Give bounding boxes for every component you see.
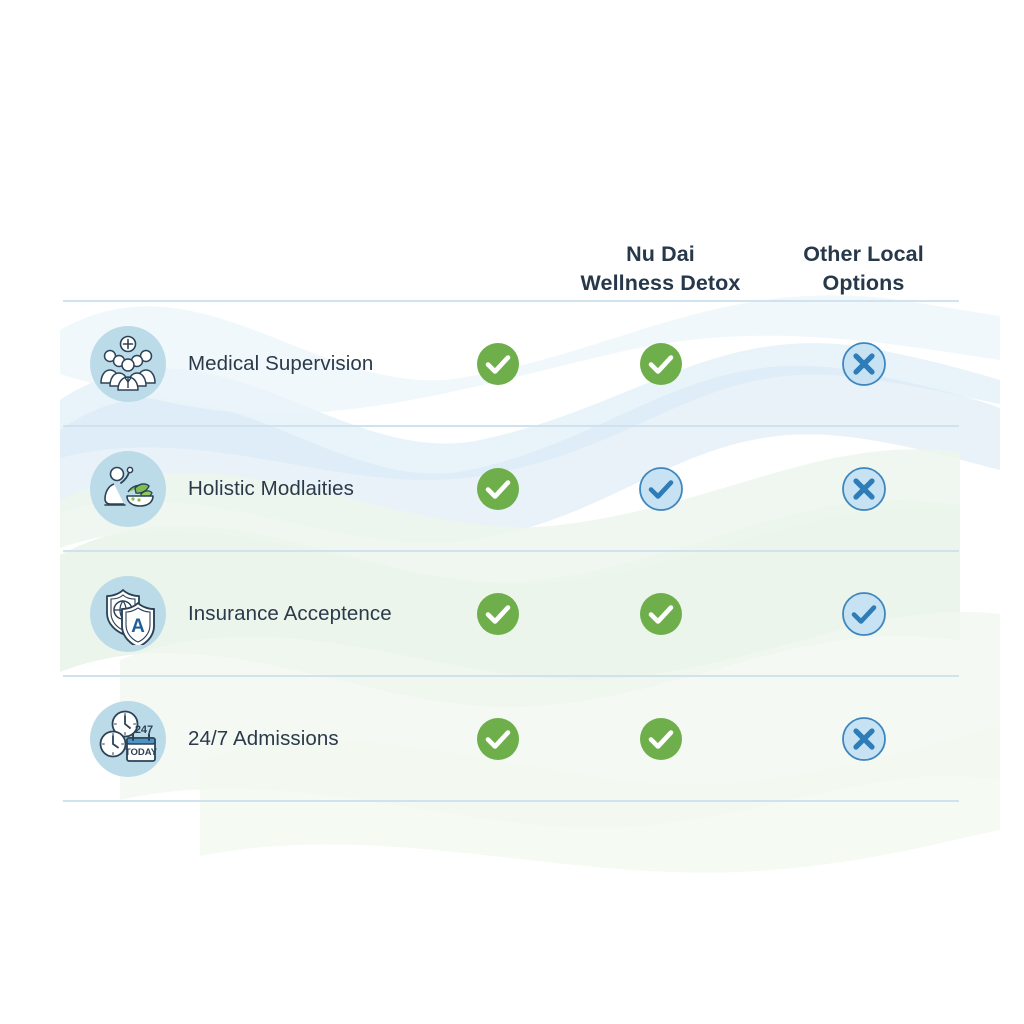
- mark-cell-nu-dai-wellness-detox: [553, 302, 768, 425]
- medical-team-icon: [90, 325, 166, 402]
- mark-cell-column-one: [443, 552, 553, 675]
- insurance-shields-icon: A: [90, 575, 166, 652]
- feature-label: Holistic Modlaities: [188, 476, 354, 500]
- table-header-row: Nu Dai Wellness Detox Other Local Option…: [63, 228, 959, 300]
- mark-cell-column-one: [443, 677, 553, 800]
- mark-cell-other-local-options: [768, 552, 959, 675]
- cross-blue-icon: [841, 466, 886, 511]
- clock-calendar-icon: 247 TODAY: [90, 700, 166, 777]
- table-row: Medical Supervision: [63, 302, 959, 425]
- wellness-yoga-salad-icon: [90, 450, 166, 527]
- check-green-icon: [639, 717, 682, 760]
- feature-label: Medical Supervision: [188, 351, 374, 375]
- header-cell-other-local-options: Other Local Options: [768, 240, 959, 298]
- header-cell-nu-dai-wellness-detox: Nu Dai Wellness Detox: [553, 240, 768, 298]
- feature-label: Insurance Acceptence: [188, 601, 392, 625]
- feature-comparison-table: Nu Dai Wellness Detox Other Local Option…: [63, 228, 959, 802]
- feature-cell-medical-supervision: Medical Supervision: [63, 302, 443, 425]
- mark-cell-nu-dai-wellness-detox: [553, 552, 768, 675]
- divider-table-bottom: [63, 800, 959, 802]
- mark-cell-column-one: [443, 302, 553, 425]
- mark-cell-other-local-options: [768, 677, 959, 800]
- cross-blue-icon: [841, 716, 886, 761]
- check-green-icon: [639, 342, 682, 385]
- svg-text:A: A: [131, 616, 145, 637]
- header-brand-line-1: Nu Dai: [626, 242, 695, 266]
- header-other-line-2: Options: [822, 271, 905, 295]
- check-green-icon: [477, 467, 519, 510]
- mark-cell-nu-dai-wellness-detox: [553, 677, 768, 800]
- cross-blue-icon: [841, 341, 886, 386]
- table-row: A Insurance Acceptence: [63, 552, 959, 675]
- table-row: Holistic Modlaities: [63, 427, 959, 550]
- mark-cell-column-one: [443, 427, 553, 550]
- mark-cell-nu-dai-wellness-detox: [553, 427, 768, 550]
- header-other-line-1: Other Local: [803, 242, 924, 266]
- feature-label: 24/7 Admissions: [188, 726, 339, 750]
- check-green-icon: [477, 592, 519, 635]
- svg-text:247: 247: [135, 724, 153, 736]
- mark-cell-other-local-options: [768, 302, 959, 425]
- check-green-icon: [477, 717, 519, 760]
- mark-cell-other-local-options: [768, 427, 959, 550]
- check-blue-icon: [638, 466, 683, 511]
- check-green-icon: [477, 342, 519, 385]
- feature-cell-24-7-admissions: 247 TODAY 24/7 Admissions: [63, 677, 443, 800]
- feature-cell-insurance-acceptance: A Insurance Acceptence: [63, 552, 443, 675]
- check-green-icon: [639, 592, 682, 635]
- svg-text:TODAY: TODAY: [125, 747, 158, 758]
- feature-cell-holistic-modalities: Holistic Modlaities: [63, 427, 443, 550]
- header-brand-line-2: Wellness Detox: [580, 271, 741, 295]
- check-blue-icon: [841, 591, 886, 636]
- table-row: 247 TODAY 24/7 Admissions: [63, 677, 959, 800]
